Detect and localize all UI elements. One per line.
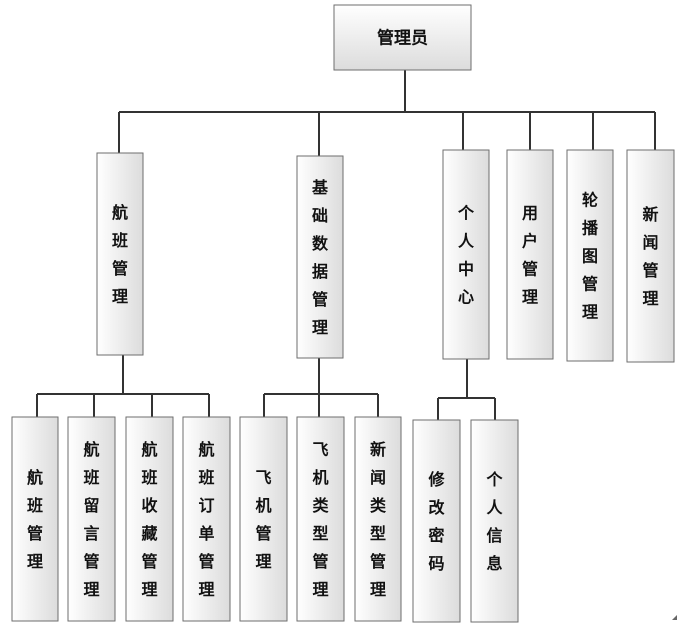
node-label: 航班留言管理 [83,440,99,599]
node-box [239,416,288,622]
corner-mark [672,615,677,620]
node-box [566,149,614,362]
node-news-mgmt: 新闻管理 [626,149,675,363]
node-admin: 管理员 [333,4,472,71]
node-basic-data-mgmt: 基础数据管理 [296,155,344,359]
node-box [296,155,344,359]
node-box [96,152,144,356]
node-label: 飞机类型管理 [312,440,329,599]
node-flight-order-mgmt: 航班订单管理 [182,416,231,622]
node-label: 管理员 [377,28,428,49]
node-flight-mgmt-sub: 航班管理 [11,416,59,622]
node-carousel-mgmt: 轮播图管理 [566,149,614,362]
node-boxes: 管理员航班管理基础数据管理个人中心用户管理轮播图管理新闻管理航班管理航班留言管理… [11,4,675,623]
node-box [412,419,461,623]
node-user-mgmt: 用户管理 [506,149,554,360]
node-box [470,419,519,623]
node-aircraft-type-mgmt: 飞机类型管理 [296,416,345,622]
node-label: 用户管理 [522,203,538,306]
node-label: 飞机管理 [255,468,271,571]
node-box [296,416,345,622]
node-label: 航班管理 [27,468,43,571]
node-label: 航班收藏管理 [141,440,157,599]
node-box [506,149,554,360]
node-label: 新闻类型管理 [370,440,387,599]
node-box [333,4,472,71]
node-label: 新闻管理 [642,205,658,308]
node-box [354,416,402,622]
node-box [125,416,174,622]
node-box [11,416,59,622]
node-box [67,416,116,622]
node-news-type-mgmt: 新闻类型管理 [354,416,402,622]
node-aircraft-mgmt: 飞机管理 [239,416,288,622]
node-label: 修改密码 [427,470,445,573]
node-box [182,416,231,622]
node-box [442,149,490,360]
node-flight-comment-mgmt: 航班留言管理 [67,416,116,622]
node-label: 航班管理 [112,203,128,306]
node-label: 航班订单管理 [198,440,214,599]
node-personal-info: 个人信息 [470,419,519,623]
node-personal-center: 个人中心 [442,149,490,360]
node-label: 个人信息 [485,470,503,573]
node-change-password: 修改密码 [412,419,461,623]
connector-lines [36,70,656,420]
node-label: 基础数据管理 [311,178,329,337]
node-label: 轮播图管理 [582,190,599,321]
node-flight-favorite-mgmt: 航班收藏管理 [125,416,174,622]
node-box [626,149,675,363]
node-flight-mgmt: 航班管理 [96,152,144,356]
node-label: 个人中心 [457,203,475,306]
